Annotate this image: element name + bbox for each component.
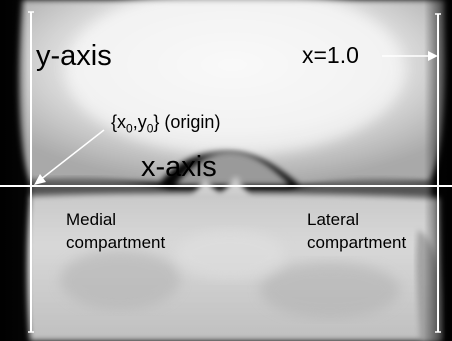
y-axis-label: y-axis <box>36 40 112 72</box>
lateral-label-line1: Lateral <box>307 210 359 229</box>
x-max-arrowhead <box>428 51 438 61</box>
origin-label-open: {x <box>111 112 127 132</box>
origin-label-mid: ,y <box>132 112 147 132</box>
origin-arrow <box>39 129 105 181</box>
origin-label: {x0,y0} (origin) <box>111 113 220 135</box>
origin-arrowhead <box>34 174 46 185</box>
x-max-label: x=1.0 <box>302 42 359 68</box>
medial-compartment-label: Medial compartment <box>66 208 206 254</box>
origin-label-x-subscript: 0 <box>126 121 133 136</box>
x-axis-label: x-axis <box>141 151 217 183</box>
origin-label-close: } (origin) <box>153 112 221 132</box>
lateral-label-line2: compartment <box>307 233 407 252</box>
origin-label-y-subscript: 0 <box>146 121 154 136</box>
lateral-compartment-label: Lateral compartment <box>307 208 447 254</box>
medial-label-line1: Medial <box>66 210 117 229</box>
medial-label-line2: compartment <box>66 233 166 252</box>
